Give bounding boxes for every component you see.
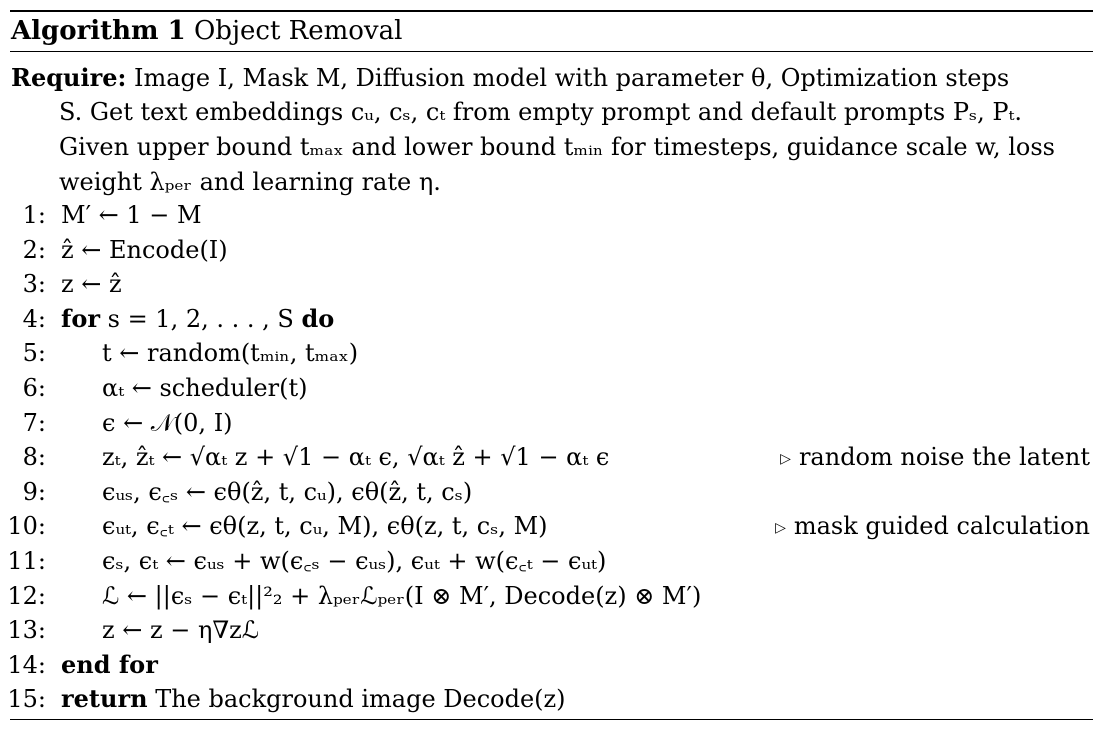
- step-code: for s = 1, 2, . . . , S do: [61, 302, 334, 337]
- algorithm-name: Object Removal: [193, 16, 403, 46]
- require-line: S. Get text embeddings cᵤ, cₛ, cₜ from e…: [59, 98, 1023, 126]
- step-keyword: end for: [61, 649, 158, 679]
- step-number: 14:: [7, 650, 46, 679]
- step-number: 5:: [22, 339, 46, 368]
- step-number: 3:: [22, 270, 46, 299]
- algorithm-step: 12: ℒ ← ||ϵₛ − ϵₜ||²₂ + λₚₑᵣℒₚₑᵣ(I ⊗ M′, …: [0, 579, 1100, 614]
- algorithm-step: 5: t ← random(tₘᵢₙ, tₘₐₓ): [0, 336, 1100, 371]
- require-line: Given upper bound tₘₐₓ and lower bound t…: [59, 133, 1055, 161]
- step-number: 11:: [7, 546, 46, 575]
- step-text: ϵₛ, ϵₜ ← ϵᵤₛ + w(ϵ꜀ₛ − ϵᵤₛ), ϵᵤₜ + w(ϵ꜀ₜ…: [102, 546, 607, 575]
- algorithm-step: 7: ϵ ← 𝒩(0, I): [0, 406, 1100, 441]
- require-keyword: Require:: [11, 63, 127, 92]
- require-block: Require: Image I, Mask M, Diffusion mode…: [11, 60, 1093, 200]
- require-line: Require: Image I, Mask M, Diffusion mode…: [11, 60, 1093, 95]
- step-code: ẑ ← Encode(I): [61, 233, 228, 268]
- algorithm-step: 15: return The background image Decode(z): [0, 682, 1100, 717]
- step-text: t ← random(tₘᵢₙ, tₘₐₓ): [102, 339, 359, 368]
- title-rule: [10, 51, 1093, 52]
- step-keyword: do: [301, 303, 335, 333]
- algorithm-step: 14: end for: [0, 648, 1100, 683]
- step-text: ϵᵤₜ, ϵ꜀ₜ ← ϵθ(z, t, cᵤ, M), ϵθ(z, t, cₛ,…: [102, 512, 548, 541]
- step-text: ϵ ← 𝒩(0, I): [102, 408, 233, 437]
- step-code: ϵ ← 𝒩(0, I): [102, 406, 233, 441]
- step-number: 10:: [7, 512, 46, 541]
- algorithm-step: 6: αₜ ← scheduler(t): [0, 371, 1100, 406]
- step-text: αₜ ← scheduler(t): [102, 373, 308, 402]
- comment-triangle-icon: ▷: [775, 520, 786, 537]
- step-code: ϵᵤₛ, ϵ꜀ₛ ← ϵθ(ẑ, t, cᵤ), ϵθ(ẑ, t, cₛ): [102, 475, 472, 510]
- step-code: t ← random(tₘᵢₙ, tₘₐₓ): [102, 336, 358, 371]
- algorithm-step: 1: M′ ← 1 − M: [0, 198, 1100, 233]
- algorithm-step: 4: for s = 1, 2, . . . , S do: [0, 302, 1100, 337]
- step-text: ℒ ← ||ϵₛ − ϵₜ||²₂ + λₚₑᵣℒₚₑᵣ(I ⊗ M′, Dec…: [102, 581, 702, 610]
- algorithm-title: Algorithm 1 Object Removal: [11, 14, 402, 48]
- step-comment: ▷ mask guided calculation: [775, 509, 1090, 546]
- algorithm-step: 13: z ← z − η∇zℒ: [0, 613, 1100, 648]
- step-code: αₜ ← scheduler(t): [102, 371, 307, 406]
- step-number: 13:: [7, 616, 46, 645]
- step-text: The background image Decode(z): [155, 685, 566, 714]
- require-line: weight λₚₑᵣ and learning rate η.: [59, 168, 441, 196]
- step-code: ℒ ← ||ϵₛ − ϵₜ||²₂ + λₚₑᵣℒₚₑᵣ(I ⊗ M′, Dec…: [102, 579, 701, 614]
- algorithm-step: 3: z ← ẑ: [0, 267, 1100, 302]
- step-text: zₜ, ẑₜ ← √αₜ z + √1 − αₜ ϵ, √αₜ ẑ + √1 −…: [102, 443, 610, 472]
- step-text: ϵᵤₛ, ϵ꜀ₛ ← ϵθ(ẑ, t, cᵤ), ϵθ(ẑ, t, cₛ): [102, 477, 473, 506]
- step-number: 12:: [7, 581, 46, 610]
- step-number: 8:: [22, 443, 46, 472]
- step-text: z ← ẑ: [61, 270, 122, 299]
- step-comment: ▷ random noise the latent: [780, 440, 1090, 477]
- step-code: zₜ, ẑₜ ← √αₜ z + √1 − αₜ ϵ, √αₜ ẑ + √1 −…: [102, 440, 609, 475]
- step-code: ϵₛ, ϵₜ ← ϵᵤₛ + w(ϵ꜀ₛ − ϵᵤₛ), ϵᵤₜ + w(ϵ꜀ₜ…: [102, 544, 606, 579]
- step-code: return The background image Decode(z): [61, 682, 566, 717]
- step-text: z ← z − η∇zℒ: [102, 616, 260, 645]
- algorithm-step: 8: zₜ, ẑₜ ← √αₜ z + √1 − αₜ ϵ, √αₜ ẑ + √1…: [0, 440, 1100, 475]
- step-text: s = 1, 2, . . . , S: [107, 304, 294, 333]
- step-code: ϵᵤₜ, ϵ꜀ₜ ← ϵθ(z, t, cᵤ, M), ϵθ(z, t, cₛ,…: [102, 509, 548, 544]
- step-number: 15:: [7, 685, 46, 714]
- step-code: z ← ẑ: [61, 267, 122, 302]
- bottom-rule: [10, 719, 1093, 720]
- comment-triangle-icon: ▷: [780, 451, 791, 468]
- algorithm-label: Algorithm 1: [11, 16, 186, 46]
- algorithm-steps: 1: M′ ← 1 − M 2: ẑ ← Encode(I) 3: z ← ẑ 4: for …: [0, 198, 1100, 717]
- algorithm-step: 11: ϵₛ, ϵₜ ← ϵᵤₛ + w(ϵ꜀ₛ − ϵᵤₛ), ϵᵤₜ + w(…: [0, 544, 1100, 579]
- step-text: ẑ ← Encode(I): [61, 235, 228, 264]
- step-keyword: return: [61, 684, 148, 714]
- step-code: M′ ← 1 − M: [61, 198, 202, 233]
- step-keyword: for: [61, 303, 100, 333]
- step-code: z ← z − η∇zℒ: [102, 613, 259, 648]
- top-rule: [10, 10, 1093, 12]
- step-number: 7:: [22, 408, 46, 437]
- algorithm-step: 9: ϵᵤₛ, ϵ꜀ₛ ← ϵθ(ẑ, t, cᵤ), ϵθ(ẑ, t, cₛ): [0, 475, 1100, 510]
- comment-text: random noise the latent: [798, 443, 1090, 472]
- step-number: 1:: [22, 201, 46, 229]
- step-number: 9:: [22, 477, 46, 506]
- step-text: M′ ← 1 − M: [61, 201, 202, 229]
- algorithm-step: 2: ẑ ← Encode(I): [0, 233, 1100, 268]
- step-number: 4:: [22, 304, 46, 333]
- comment-text: mask guided calculation: [793, 512, 1090, 541]
- step-number: 6:: [22, 373, 46, 402]
- step-code: end for: [61, 648, 158, 683]
- step-number: 2:: [22, 235, 46, 264]
- algorithm-step: 10: ϵᵤₜ, ϵ꜀ₜ ← ϵθ(z, t, cᵤ, M), ϵθ(z, t, …: [0, 509, 1100, 544]
- require-text: Image I, Mask M, Diffusion model with pa…: [133, 64, 1010, 92]
